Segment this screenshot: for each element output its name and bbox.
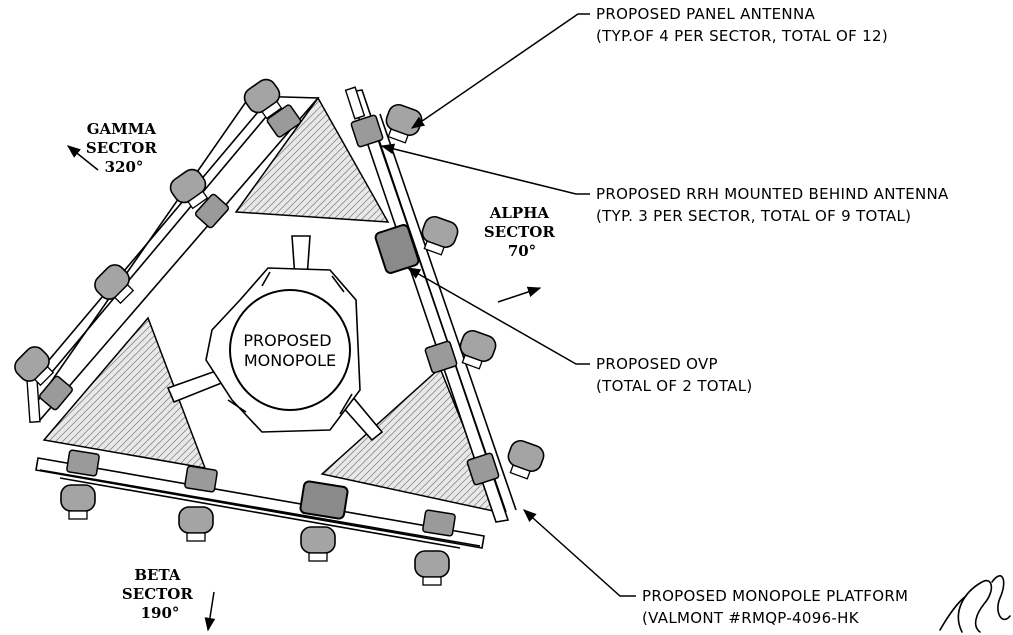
svg-text:PROPOSED RRH MOUNTED BEHIND AN: PROPOSED RRH MOUNTED BEHIND ANTENNA (TYP…	[596, 185, 954, 225]
gamma-name: GAMMA	[87, 120, 157, 138]
svg-text:PROPOSED MONOPOLE: PROPOSED MONOPOLE	[243, 331, 336, 370]
svg-text:ALPHA SECTOR 70°: ALPHA SECTOR 70°	[484, 204, 560, 260]
leader-rrh	[380, 143, 590, 195]
panel-antenna	[60, 484, 96, 520]
monopole-label-line2: MONOPOLE	[244, 351, 336, 370]
sector-alpha: ALPHA SECTOR 70°	[484, 204, 560, 303]
alpha-word: SECTOR	[484, 223, 555, 241]
gamma-word: SECTOR	[86, 139, 157, 157]
panel-antenna	[178, 506, 214, 542]
panel-antenna	[414, 550, 450, 586]
alpha-direction-arrow	[497, 286, 542, 303]
rrh-unit	[184, 465, 218, 493]
panel-antenna	[169, 168, 209, 210]
rrh-unit	[350, 114, 384, 148]
gamma-direction-arrow	[66, 145, 99, 171]
monopole-circle	[229, 289, 351, 411]
panel-antenna-note: (TYP.OF 4 PER SECTOR, TOTAL OF 12)	[596, 27, 888, 45]
rrh-note: (TYP. 3 PER SECTOR, TOTAL OF 9 TOTAL)	[596, 207, 911, 225]
panel-antenna	[94, 264, 135, 305]
callout-panel-antenna: PROPOSED PANEL ANTENNA (TYP.OF 4 PER SEC…	[410, 5, 888, 129]
panel-antenna	[459, 329, 497, 370]
rrh-unit	[194, 193, 230, 229]
sector-gamma: GAMMA SECTOR 320°	[66, 120, 162, 176]
platform-rail-right	[344, 86, 517, 523]
svg-text:PROPOSED OVP (TOTAL OF 2: PROPOSED OVP (TOTAL OF 2 TOTAL)	[596, 355, 753, 395]
rrh-unit	[422, 509, 456, 537]
alpha-name: ALPHA	[489, 204, 550, 222]
svg-text:GAMMA SECTOR 320°: GAMMA SECTOR 320°	[86, 120, 162, 176]
ovp-note: (TOTAL OF 2 TOTAL)	[596, 377, 753, 395]
sector-beta: BETA SECTOR 190°	[122, 566, 216, 632]
rrh-title: PROPOSED RRH MOUNTED BEHIND ANTENNA	[596, 185, 949, 203]
panel-antenna	[243, 78, 283, 120]
monopole-label-line1: PROPOSED	[243, 331, 331, 350]
platform-title: PROPOSED MONOPOLE PLATFORM	[642, 587, 908, 605]
monopole: PROPOSED MONOPOLE	[205, 267, 361, 433]
ovp-units	[299, 224, 420, 520]
beta-name: BETA	[134, 566, 180, 584]
beta-azimuth: 190°	[141, 604, 180, 622]
ovp-unit	[374, 224, 420, 274]
alpha-azimuth: 70°	[508, 242, 536, 260]
rrh-unit	[466, 452, 500, 486]
signature-mark	[939, 575, 1011, 633]
beta-word: SECTOR	[122, 585, 193, 603]
callout-platform: PROPOSED MONOPOLE PLATFORM (VALMONT #RMQ…	[522, 509, 913, 627]
leader-panel-antenna	[410, 13, 590, 129]
ovp-unit	[299, 480, 349, 520]
panel-antenna	[507, 439, 545, 480]
leader-platform	[522, 509, 636, 597]
rrh-units	[39, 104, 500, 537]
svg-text:PROPOSED MONOPOLE PLATFORM: PROPOSED MONOPOLE PLATFORM (VALMONT #RMQ…	[642, 587, 913, 627]
gamma-azimuth: 320°	[105, 158, 144, 176]
callout-rrh: PROPOSED RRH MOUNTED BEHIND ANTENNA (TYP…	[380, 143, 954, 225]
rrh-unit	[39, 375, 73, 411]
ovp-title: PROPOSED OVP	[596, 355, 718, 373]
rrh-unit	[266, 104, 302, 138]
platform-note: (VALMONT #RMQP-4096-HK	[642, 609, 860, 627]
panel-antenna-title: PROPOSED PANEL ANTENNA	[596, 5, 815, 23]
leader-ovp	[406, 267, 590, 365]
rrh-unit	[66, 449, 100, 477]
gusset-top	[234, 96, 390, 223]
svg-text:PROPOSED PANEL ANTENNA (: PROPOSED PANEL ANTENNA (TYP.OF 4 PER SEC…	[596, 5, 888, 45]
svg-text:BETA SECTOR 190°: BETA SECTOR 190°	[122, 566, 198, 622]
panel-antennas	[14, 78, 545, 586]
panel-antenna	[421, 215, 459, 256]
panel-antenna	[14, 346, 55, 387]
rrh-unit	[424, 340, 458, 374]
panel-antenna	[300, 526, 336, 562]
callout-ovp: PROPOSED OVP (TOTAL OF 2 TOTAL)	[406, 267, 753, 395]
beta-direction-arrow	[204, 591, 216, 632]
